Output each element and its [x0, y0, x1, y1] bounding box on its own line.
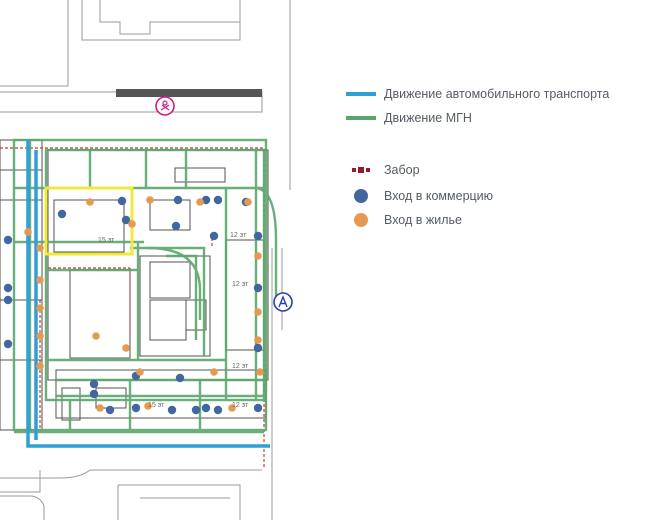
commerce-entrance-marker	[213, 195, 223, 205]
commerce-entrances	[3, 195, 263, 415]
residential-entrance-marker	[144, 402, 152, 410]
highlighted-building	[44, 186, 134, 256]
residential-entrance-marker	[36, 244, 44, 252]
commerce-entrance-marker	[213, 405, 223, 415]
legend-item-fence: Забор	[346, 160, 420, 180]
residential-entrance-marker	[256, 368, 264, 376]
legend-label: Забор	[384, 163, 420, 177]
commerce-entrance-marker	[167, 405, 177, 415]
commerce-entrance-marker	[173, 195, 183, 205]
legend-item-residential: Вход в жилье	[346, 210, 462, 230]
legend-item-car-traffic: Движение автомобильного транспорта	[346, 84, 609, 104]
residential-entrance-marker	[244, 198, 252, 206]
commerce-entrance-marker	[253, 283, 263, 293]
commerce-entrance-marker	[175, 373, 185, 383]
legend-label: Движение МГН	[384, 111, 472, 125]
commerce-entrance-marker	[3, 295, 13, 305]
commerce-entrance-marker	[253, 343, 263, 353]
residential-entrance-marker	[128, 220, 136, 228]
residential-entrance-marker	[24, 228, 32, 236]
residential-entrance-marker	[210, 368, 218, 376]
commerce-entrance-marker	[201, 403, 211, 413]
car-traffic-routes	[26, 140, 270, 448]
floor-label: 15 эт	[98, 237, 115, 244]
commerce-entrance-marker	[3, 339, 13, 349]
residential-entrance-marker	[96, 404, 104, 412]
residential-entrance-marker	[254, 308, 262, 316]
commerce-entrance-marker	[131, 403, 141, 413]
legend-label: Вход в коммерцию	[384, 189, 494, 203]
floor-labels: 15 эт 12 эт 12 эт 12 эт 15 эт 12 эт	[98, 232, 249, 409]
floor-label: 12 эт	[230, 232, 247, 239]
orange-dot-icon	[354, 213, 368, 227]
floor-label: 12 эт	[232, 281, 249, 288]
curb-strip	[116, 89, 262, 97]
commerce-entrance-marker	[191, 405, 201, 415]
residential-entrance-marker	[146, 196, 154, 204]
residential-entrances	[24, 196, 264, 412]
legend-item-commerce: Вход в коммерцию	[346, 186, 493, 206]
street-outlines	[0, 0, 291, 520]
commerce-entrance-marker	[201, 195, 211, 205]
residential-entrance-marker	[36, 332, 44, 340]
residential-entrance-marker	[36, 304, 44, 312]
residential-entrance-marker	[86, 198, 94, 206]
commerce-entrance-marker	[253, 231, 263, 241]
residential-entrance-marker	[122, 344, 130, 352]
blue-pin-icon[interactable]	[273, 292, 293, 312]
legend-label: Движение автомобильного транспорта	[384, 87, 610, 101]
commerce-entrance-marker	[3, 235, 13, 245]
magenta-pin-icon[interactable]	[155, 96, 175, 116]
residential-entrance-marker	[254, 252, 262, 260]
residential-entrance-marker	[92, 332, 100, 340]
residential-entrance-marker	[136, 368, 144, 376]
mgn-paths	[12, 138, 278, 434]
residential-entrance-marker	[254, 336, 262, 344]
blue-line-icon	[346, 92, 376, 96]
fence-icon	[352, 167, 370, 173]
blue-dot-icon	[354, 189, 368, 203]
commerce-entrance-marker	[89, 379, 99, 389]
commerce-entrance-marker	[57, 209, 67, 219]
commerce-entrance-marker	[117, 196, 127, 206]
commerce-entrance-marker	[3, 283, 13, 293]
residential-entrance-marker	[36, 276, 44, 284]
commerce-entrance-marker	[89, 389, 99, 399]
legend-item-mgn-traffic: Движение МГН	[346, 108, 472, 128]
floor-label: 15 эт	[148, 402, 165, 409]
residential-entrance-marker	[228, 404, 236, 412]
commerce-entrance-marker	[105, 405, 115, 415]
commerce-entrance-marker	[209, 231, 219, 241]
commerce-entrance-marker	[253, 403, 263, 413]
residential-entrance-marker	[196, 198, 204, 206]
commerce-entrance-marker	[171, 221, 181, 231]
floor-label: 12 эт	[232, 363, 249, 370]
legend-label: Вход в жилье	[384, 213, 462, 227]
green-line-icon	[346, 116, 376, 120]
floor-label: 12 эт	[232, 402, 249, 409]
commerce-entrance-marker	[121, 215, 131, 225]
residential-entrance-marker	[36, 362, 44, 370]
